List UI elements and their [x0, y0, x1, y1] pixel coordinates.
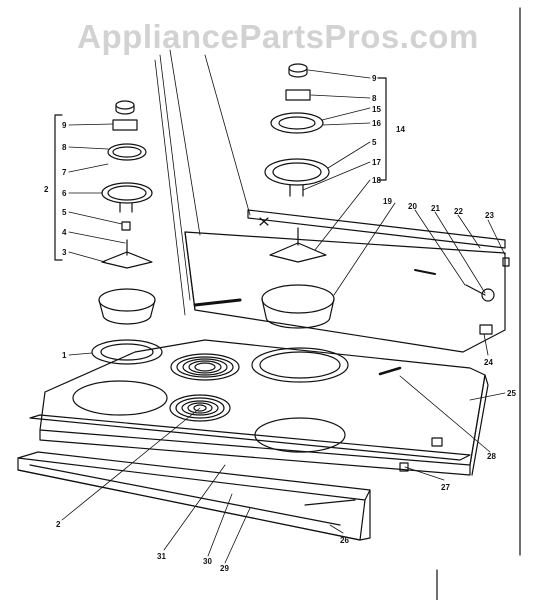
callout-22: 22: [454, 207, 463, 216]
front-trim: [17, 414, 471, 541]
large-coil-inner: [272, 162, 322, 182]
frame-bracket: [304, 499, 356, 506]
callout-15: 15: [372, 105, 381, 114]
callout-9-left: 9: [62, 121, 67, 130]
watermark: AppliancePartsPros.com: [77, 18, 479, 55]
clip-part-right: [431, 437, 443, 447]
switch-lead: [465, 284, 486, 296]
drip-bowl-rim: [261, 284, 335, 314]
construction-lines: [154, 49, 251, 316]
cooktop-front-lip: [39, 429, 471, 476]
coil-terminals: [119, 202, 133, 213]
lower-frame-side: [17, 457, 366, 541]
burner-opening-front-left: [72, 380, 168, 416]
callout-30: 30: [203, 557, 212, 566]
trim-ring-inner: [100, 343, 154, 361]
callout-19: 19: [383, 197, 392, 206]
hinge-pin: [378, 366, 402, 376]
panel-label: [414, 269, 436, 275]
callout-17: 17: [372, 158, 381, 167]
knob-part: [288, 63, 308, 73]
front-trim-strip: [29, 414, 471, 461]
callout-20: 20: [408, 202, 417, 211]
callout-29: 29: [220, 564, 229, 573]
callout-16: 16: [372, 119, 381, 128]
callout-8-right: 8: [372, 94, 377, 103]
callout-2-bottom: 2: [56, 520, 61, 529]
callout-28: 28: [487, 452, 496, 461]
callout-24: 24: [484, 358, 493, 367]
callout-labels: 9 8 7 6 5 4 3 2 1 9 8 15 16 14 5 17 18 1…: [44, 74, 516, 573]
callout-3: 3: [62, 248, 67, 257]
callout-9-right: 9: [372, 74, 377, 83]
cooktop-side: [469, 374, 489, 476]
callout-5-left: 5: [62, 208, 67, 217]
back-panel: [184, 231, 506, 353]
top-trim-strip: [247, 209, 506, 249]
small-coil: [270, 112, 324, 134]
right-bracket: [377, 77, 387, 181]
left-bracket: [54, 114, 63, 261]
cooktop: [39, 339, 489, 476]
callout-1: 1: [62, 351, 67, 360]
clip-part: [121, 221, 131, 231]
leader-lines: [61, 69, 506, 564]
lower-frame-front: [17, 469, 371, 541]
trim-clip: [259, 217, 269, 226]
callout-26: 26: [340, 536, 349, 545]
lower-frame-top: [17, 451, 371, 501]
cooktop-top-surface: [39, 339, 486, 466]
drip-bowl-rim: [98, 288, 156, 312]
coil-front-center: [169, 394, 231, 422]
drip-bowl: [261, 298, 335, 329]
right-element-assembly: [261, 63, 335, 329]
support-bracket: [269, 242, 327, 263]
burner-opening-rear-right-inner: [259, 351, 341, 379]
knob-part: [115, 100, 135, 110]
callout-25: 25: [507, 389, 516, 398]
coil-rear-left: [170, 353, 240, 381]
callout-8-left: 8: [62, 143, 67, 152]
callout-31: 31: [157, 552, 166, 561]
callout-21: 21: [431, 204, 440, 213]
support-bracket: [101, 251, 153, 269]
small-coil-inner: [278, 116, 316, 130]
trim-ring: [91, 339, 163, 365]
knob-body: [288, 67, 308, 78]
coil-terminals: [289, 184, 304, 197]
callout-23: 23: [485, 211, 494, 220]
screw-part: [399, 462, 409, 472]
end-clip: [502, 257, 510, 267]
callout-2-bracket: 2: [44, 185, 49, 194]
callout-14-bracket: 14: [396, 125, 405, 134]
receptacle-block: [112, 119, 138, 131]
burner-opening-rear-right: [251, 347, 349, 383]
back-panel-edge: [184, 231, 196, 311]
callout-5-right: 5: [372, 138, 377, 147]
small-coil: [107, 143, 147, 161]
knob-body: [115, 104, 135, 115]
large-coil-inner: [107, 185, 147, 201]
receptacle-block: [285, 89, 311, 101]
backguard-panel: [184, 209, 510, 353]
callout-4: 4: [62, 228, 67, 237]
left-element-assembly: [91, 100, 163, 365]
callout-27: 27: [441, 483, 450, 492]
callout-6: 6: [62, 189, 67, 198]
large-coil: [264, 158, 330, 186]
drip-bowl: [98, 299, 156, 325]
small-coil-inner: [112, 146, 142, 158]
bracket-part: [479, 324, 493, 335]
switch-part: [481, 288, 495, 302]
callout-7: 7: [62, 168, 67, 177]
lower-frame-inner: [29, 464, 341, 526]
callout-18: 18: [372, 176, 381, 185]
panel-marking: [193, 298, 242, 307]
